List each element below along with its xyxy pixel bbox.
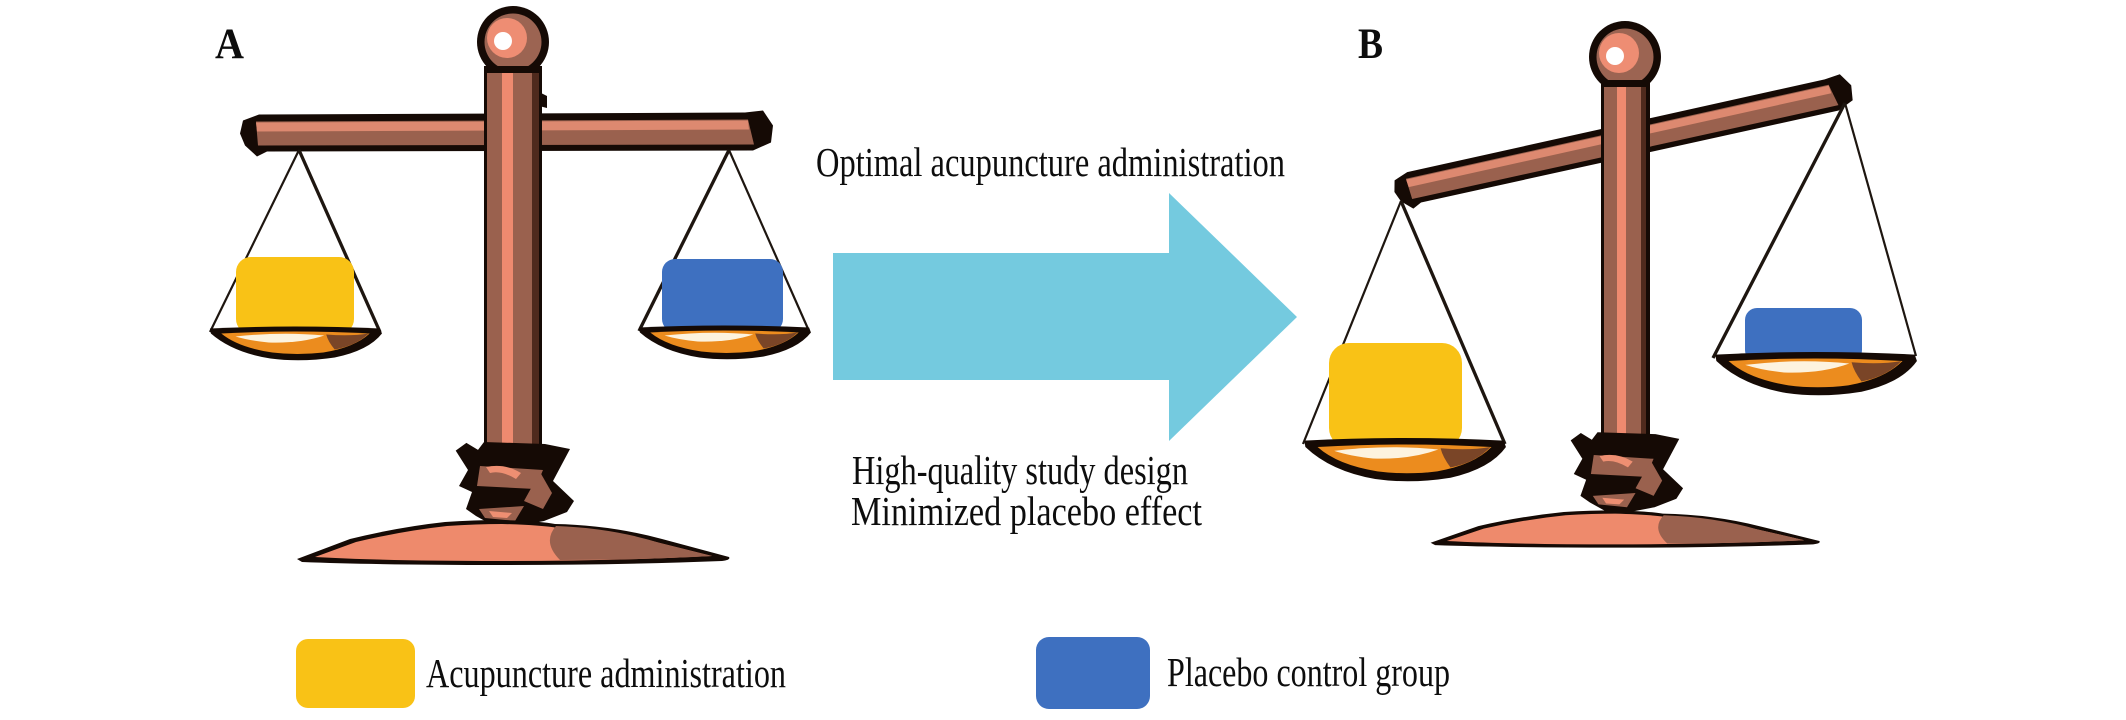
svg-text:Optimal acupuncture administra: Optimal acupuncture administration (816, 139, 1285, 185)
svg-text:B: B (1358, 21, 1383, 68)
svg-text:Acupuncture administration: Acupuncture administration (426, 650, 786, 696)
svg-text:Placebo control group: Placebo control group (1167, 649, 1450, 695)
svg-text:Minimized placebo effect: Minimized placebo effect (851, 488, 1203, 534)
svg-text:A: A (215, 21, 244, 68)
svg-text:High-quality study design: High-quality study design (852, 447, 1188, 493)
